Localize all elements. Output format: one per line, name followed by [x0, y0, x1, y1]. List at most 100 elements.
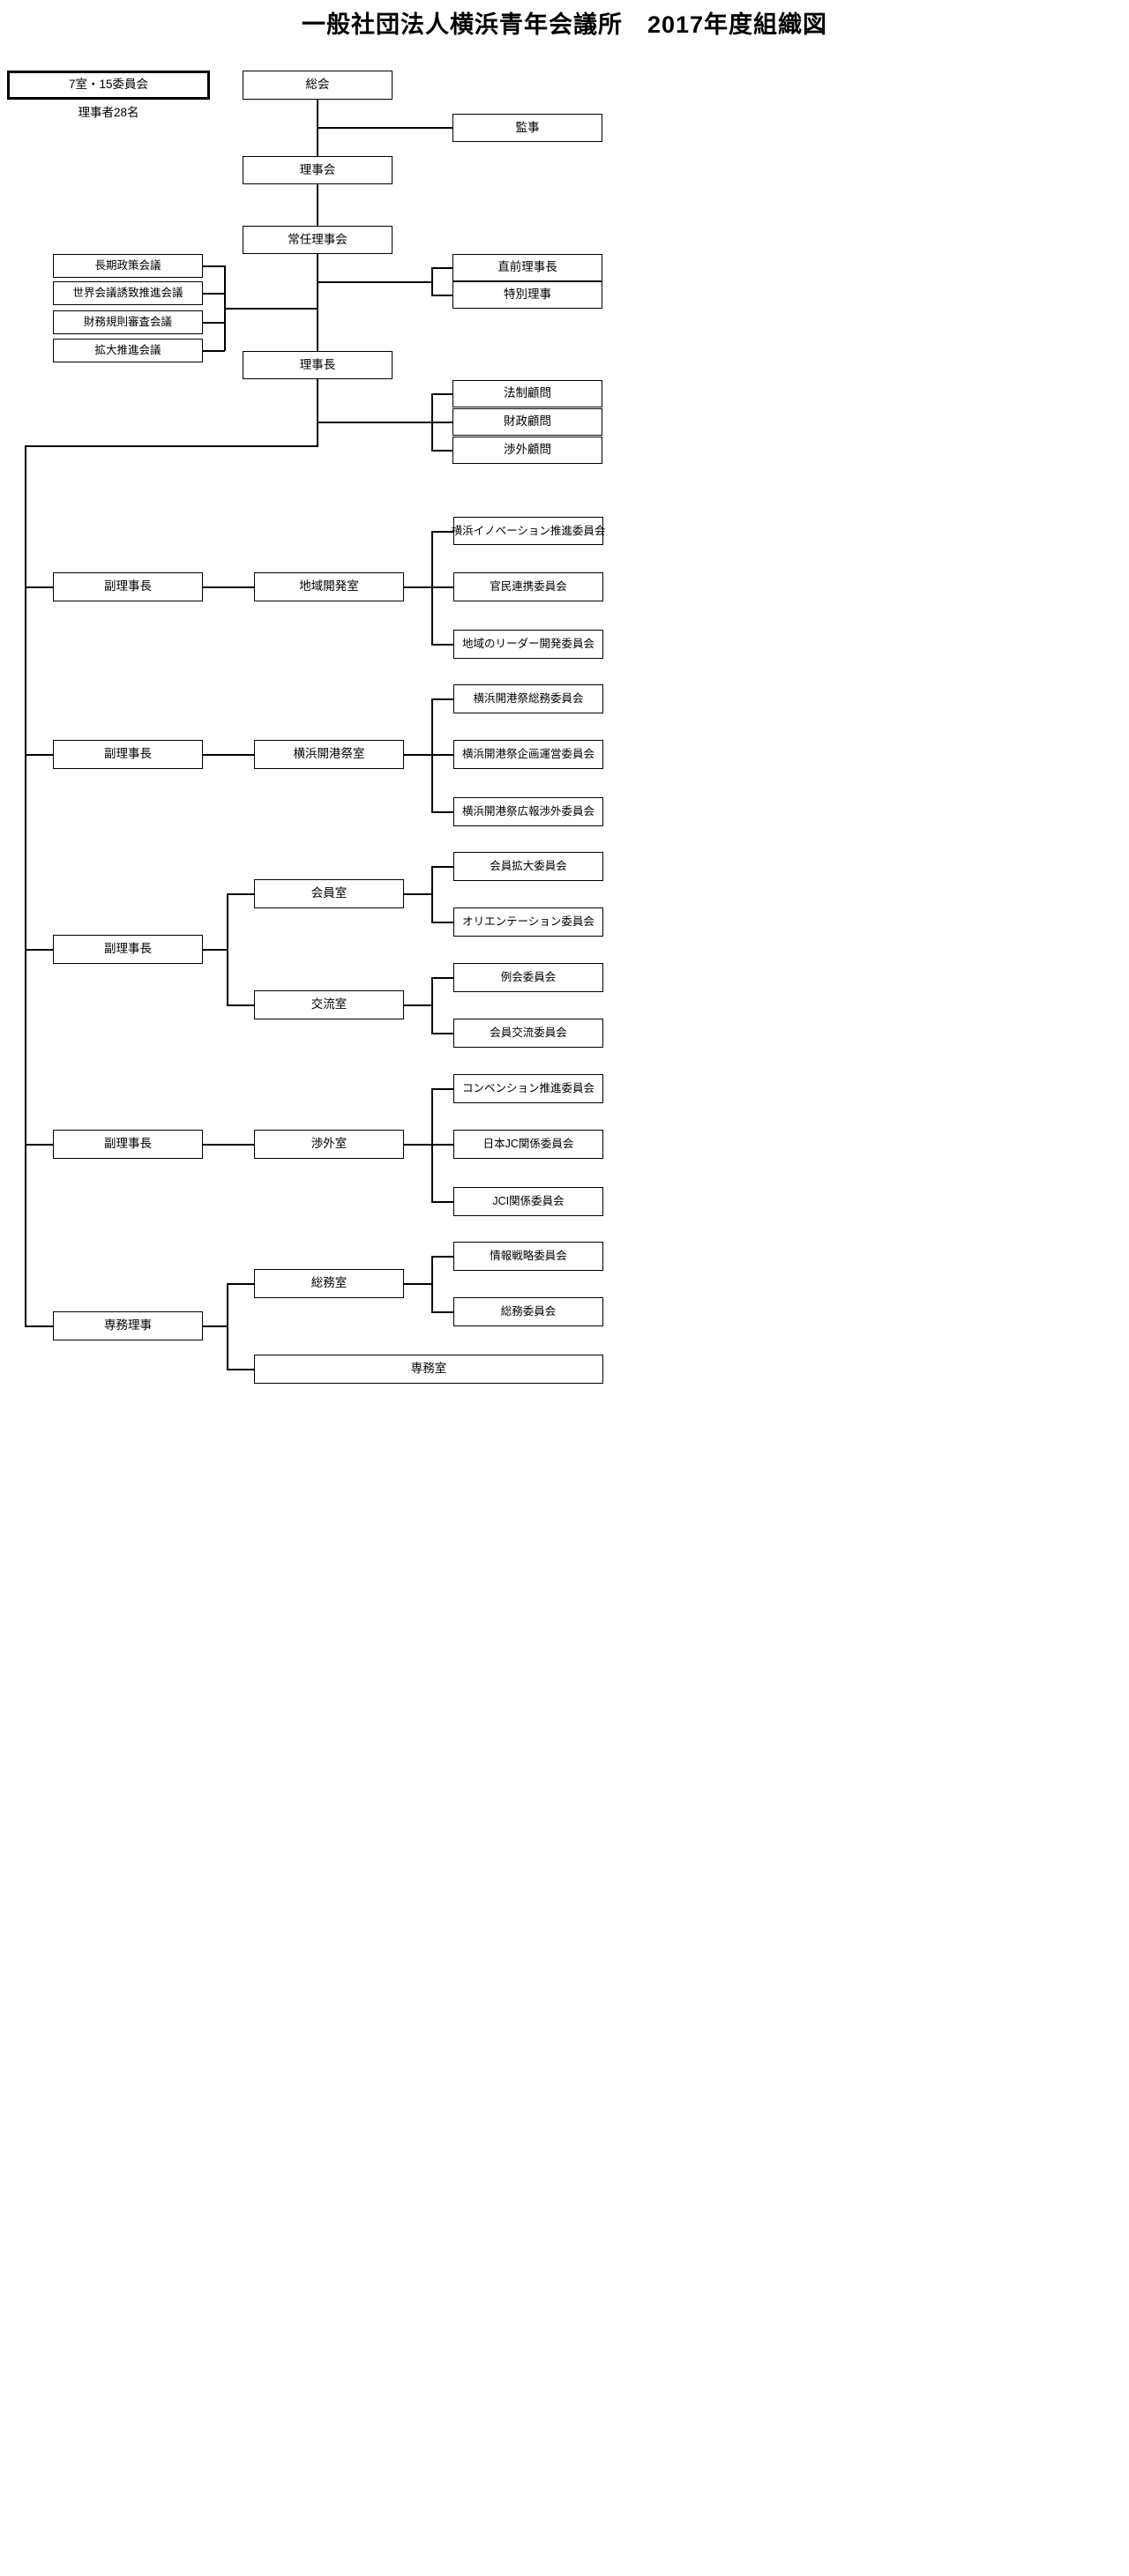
line-officer-0-to-room [203, 586, 254, 588]
line-council-stub-2 [202, 322, 225, 324]
line-room-0-0-out [404, 586, 432, 588]
node-committee-1-0-1: 横浜開港祭企画運営委員会 [453, 740, 603, 769]
node-committee-3-0-1: 日本JC関係委員会 [453, 1130, 603, 1159]
line-room-2-0-spine [431, 866, 433, 922]
node-rijicho: 理事長 [243, 351, 393, 379]
node-officer-4: 専務理事 [53, 1311, 203, 1340]
line-sokai-to-rijikai [317, 100, 318, 156]
line-officer-4-to-room-1 [227, 1369, 255, 1370]
line-spine-to-officer-0 [25, 586, 53, 588]
line-committee-1-0-1 [431, 754, 454, 756]
node-committee-0-0-2: 地域のリーダー開発委員会 [453, 630, 603, 659]
node-committee-3-0-0: コンベンション推進委員会 [453, 1074, 603, 1103]
line-council-stub-3 [202, 350, 225, 352]
line-room-3-0-out [404, 1144, 432, 1146]
line-special-to-trunk [317, 281, 433, 283]
node-special-officer-0: 直前理事長 [452, 254, 602, 281]
line-council-stub-1 [202, 293, 225, 295]
line-committee-0-0-1 [431, 586, 454, 588]
line-committee-1-0-0 [431, 698, 454, 700]
line-committee-3-0-0 [431, 1088, 454, 1090]
line-committee-2-1-1 [431, 1033, 454, 1034]
line-advisor-stub-2 [431, 450, 454, 452]
node-room-0-0: 地域開発室 [254, 572, 404, 601]
node-room-4-1: 専務室 [254, 1355, 603, 1384]
node-committee-2-1-1: 会員交流委員会 [453, 1019, 603, 1048]
node-committee-1-0-0: 横浜開港祭総務委員会 [453, 684, 603, 713]
node-room-1-0: 横浜開港祭室 [254, 740, 404, 769]
node-room-2-1: 交流室 [254, 990, 404, 1019]
line-room-2-1-out [404, 1004, 432, 1006]
node-officer-3: 副理事長 [53, 1130, 203, 1159]
node-officer-2: 副理事長 [53, 935, 203, 964]
node-officer-1: 副理事長 [53, 740, 203, 769]
node-committee-4-0-1: 総務委員会 [453, 1297, 603, 1326]
line-room-2-0-out [404, 893, 432, 895]
node-committee-4-0-0: 情報戦略委員会 [453, 1242, 603, 1271]
node-council-2: 財務規則審査会議 [53, 310, 203, 334]
node-advisor-2: 渉外顧問 [452, 437, 602, 464]
line-room-4-0-spine [431, 1256, 433, 1312]
line-committee-0-0-0 [431, 531, 454, 533]
line-special-stub-1 [431, 295, 454, 296]
node-officer-0: 副理事長 [53, 572, 203, 601]
node-room-4-0: 総務室 [254, 1269, 404, 1298]
node-council-1: 世界会議誘致推進会議 [53, 281, 203, 305]
line-committee-2-1-0 [431, 977, 454, 979]
line-council-stub-0 [202, 265, 225, 267]
line-committee-3-0-2 [431, 1201, 454, 1203]
node-committee-2-0-1: オリエンテーション委員会 [453, 907, 603, 937]
page-title: 一般社団法人横浜青年会議所 2017年度組織図 [301, 11, 828, 38]
line-committee-2-0-0 [431, 866, 454, 868]
line-officer-2-to-room-1 [227, 1004, 255, 1006]
node-room-2-0: 会員室 [254, 879, 404, 908]
node-special-officer-1: 特別理事 [452, 281, 602, 309]
node-committee-1-0-2: 横浜開港祭広報渉外委員会 [453, 797, 603, 826]
line-officer-2-out [203, 949, 228, 951]
line-trunk-left [25, 445, 318, 447]
line-advisor-stub-1 [431, 422, 454, 423]
node-kanji: 監事 [452, 114, 602, 142]
line-spine-to-officer-4 [25, 1325, 53, 1327]
line-spine-to-officer-2 [25, 949, 53, 951]
line-jonin-to-rijicho [317, 254, 318, 351]
node-committee-2-0-0: 会員拡大委員会 [453, 852, 603, 881]
node-sokai: 総会 [243, 71, 393, 100]
line-committee-4-0-0 [431, 1256, 454, 1258]
node-committee-0-0-1: 官民連携委員会 [453, 572, 603, 601]
line-officer-3-to-room [203, 1144, 254, 1146]
line-officer-2-to-room-0 [227, 893, 255, 895]
line-room-2-1-spine [431, 977, 433, 1034]
line-sokai-to-kanji [317, 127, 453, 129]
line-officer-4-spine [227, 1283, 228, 1370]
line-special-stub-0 [431, 267, 454, 269]
line-main-spine [25, 445, 26, 1325]
summary-caption: 理事者28名 [78, 106, 139, 119]
node-council-3: 拡大推進会議 [53, 339, 203, 362]
line-officer-1-to-room [203, 754, 254, 756]
line-officer-4-out [203, 1325, 228, 1327]
line-rijicho-down [317, 379, 318, 446]
line-advisor-stub-0 [431, 393, 454, 395]
node-committee-0-0-0: 横浜イノベーション推進委員会 [452, 517, 605, 545]
line-officer-2-spine [227, 893, 228, 1005]
line-committee-3-0-1 [431, 1144, 454, 1146]
node-jonin-rijikai: 常任理事会 [243, 226, 393, 254]
line-spine-to-officer-3 [25, 1144, 53, 1146]
line-room-1-0-out [404, 754, 432, 756]
node-committee-3-0-2: JCI関係委員会 [453, 1187, 603, 1216]
line-rijikai-to-jonin [317, 184, 318, 226]
node-council-0: 長期政策会議 [53, 254, 203, 278]
node-advisor-1: 財政顧問 [452, 408, 602, 436]
line-advisor-to-trunk [317, 422, 433, 423]
line-committee-1-0-2 [431, 811, 454, 813]
node-advisor-0: 法制顧問 [452, 380, 602, 407]
node-room-3-0: 渉外室 [254, 1130, 404, 1159]
line-spine-to-officer-1 [25, 754, 53, 756]
line-room-4-0-out [404, 1283, 432, 1285]
line-council-to-trunk [224, 308, 318, 310]
node-rijikai: 理事会 [243, 156, 393, 184]
summary-box: 7室・15委員会 [7, 71, 210, 100]
line-committee-4-0-1 [431, 1311, 454, 1313]
